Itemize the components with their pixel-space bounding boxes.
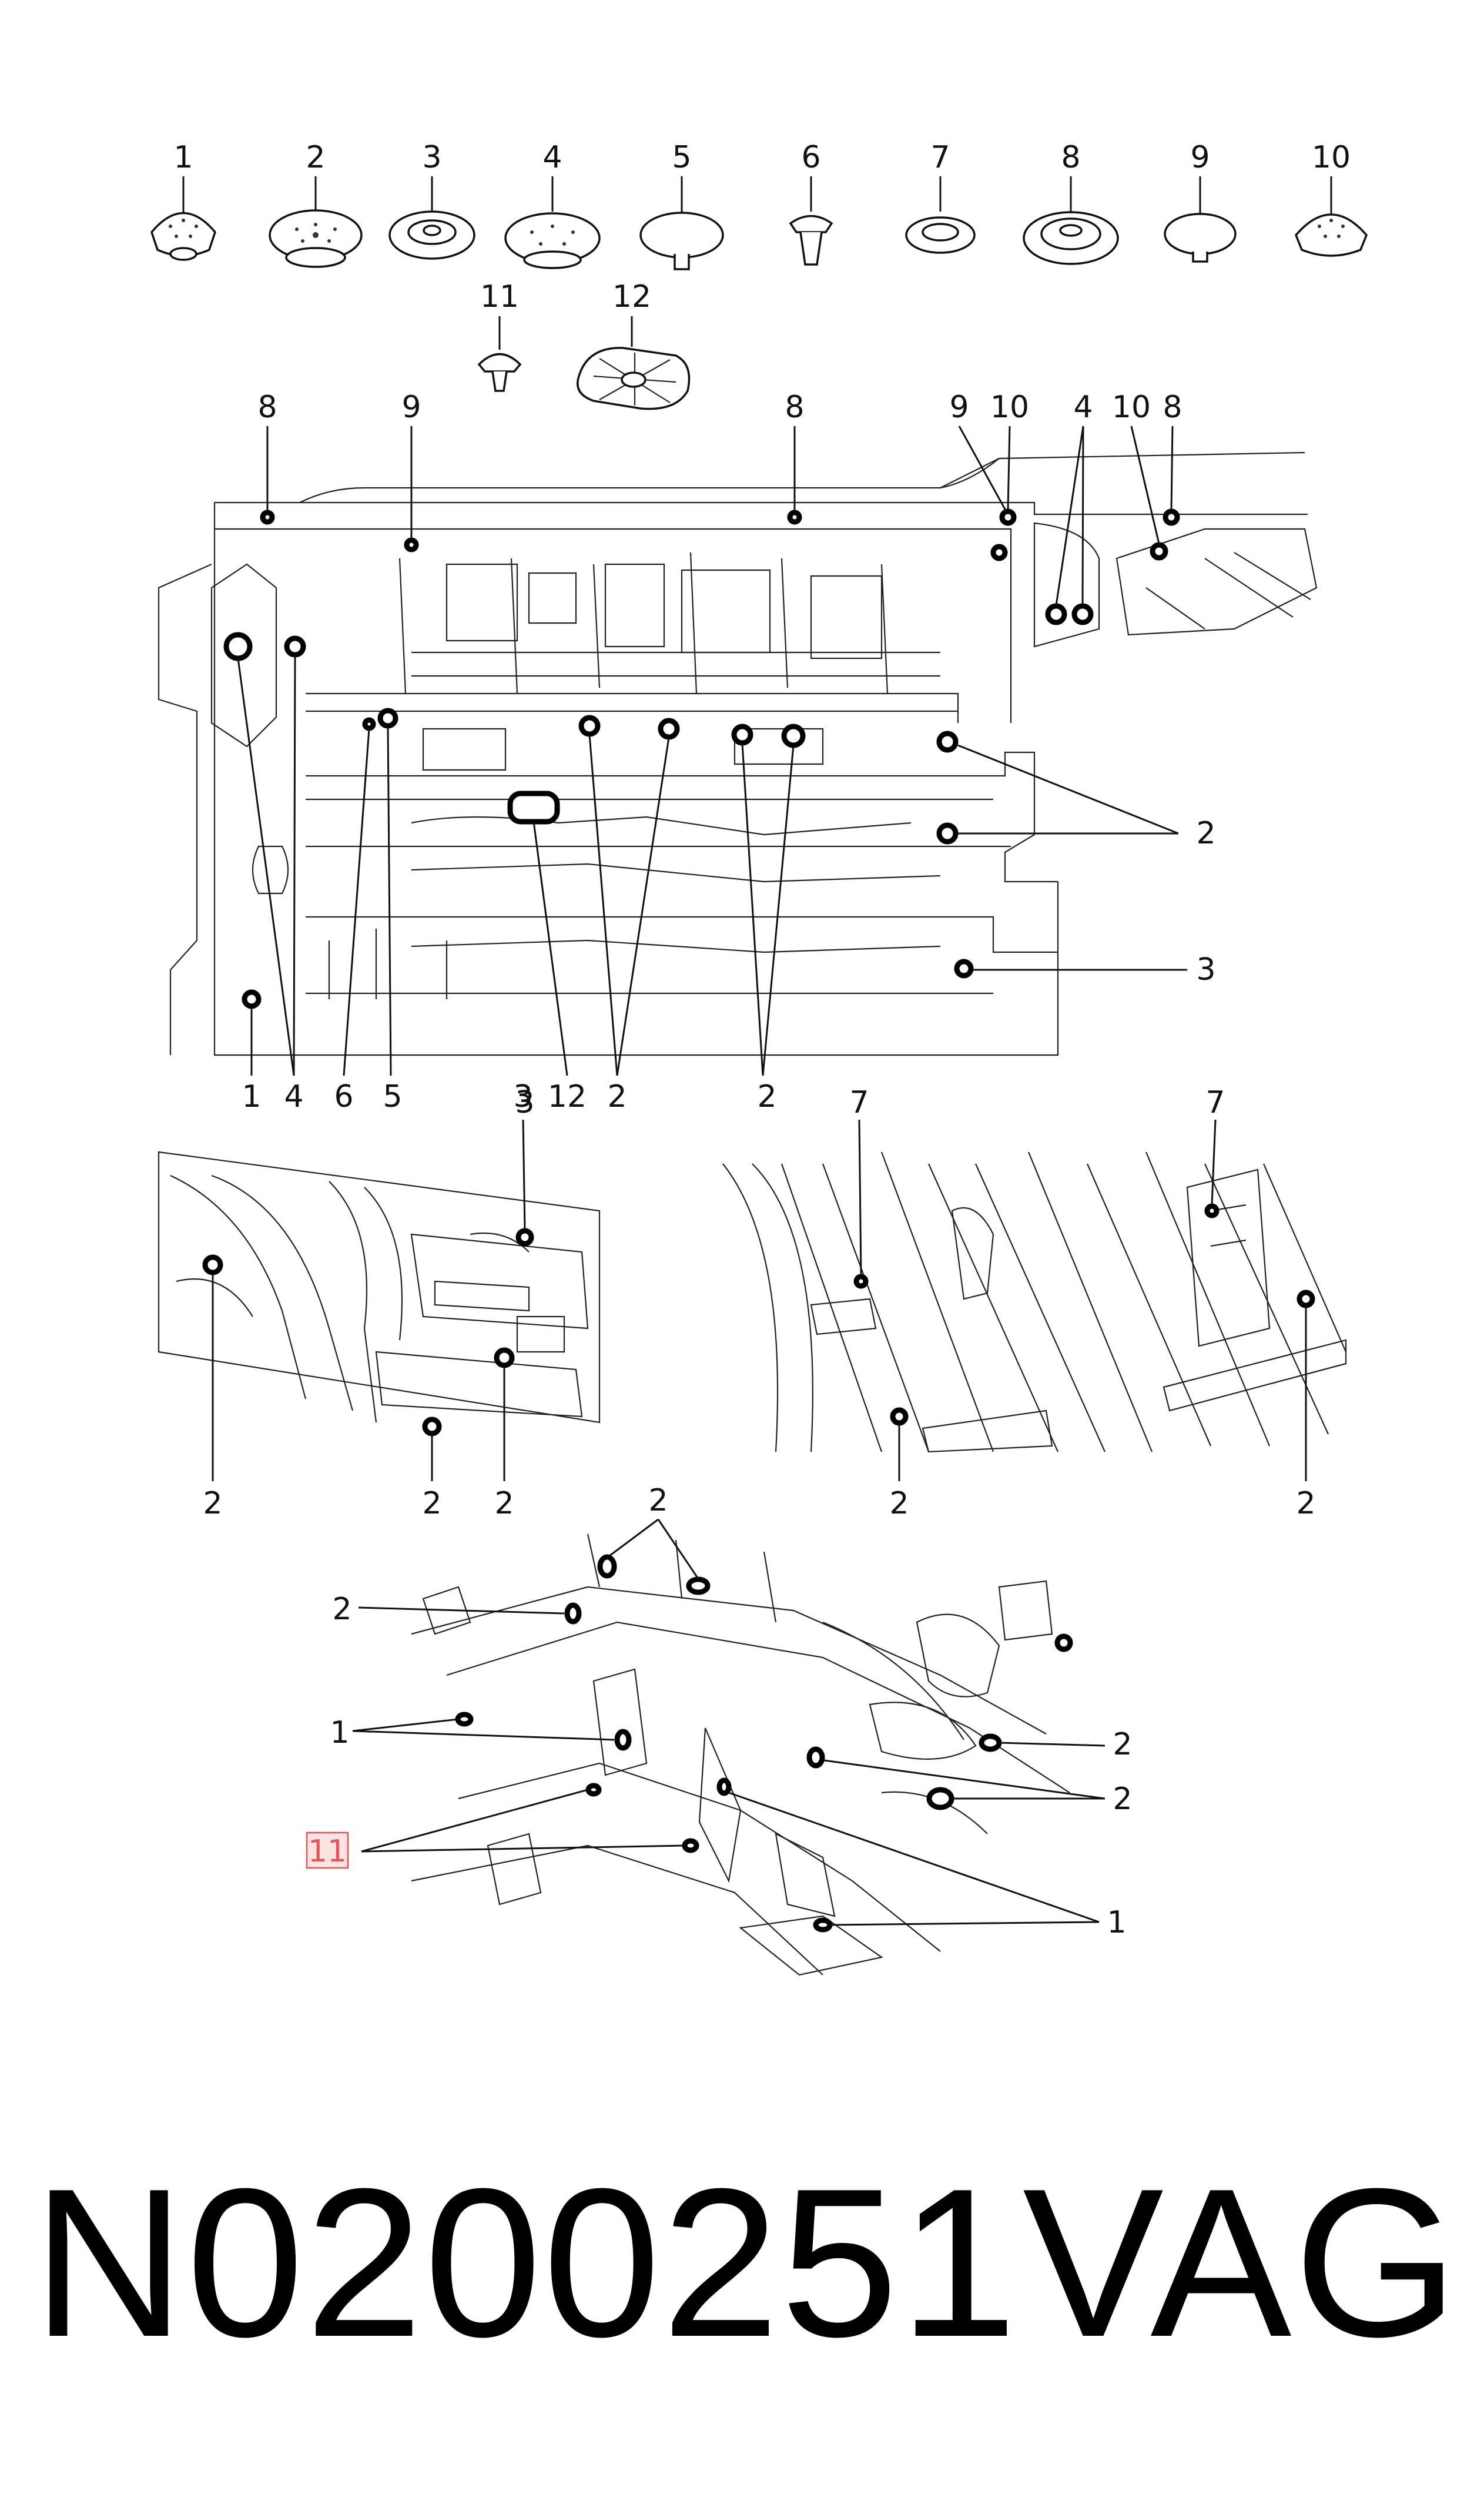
legend-label-10: 10 xyxy=(1312,140,1351,175)
callout-7: 7 xyxy=(1205,1085,1225,1120)
plug-1-icon xyxy=(150,212,216,261)
callout-12: 12 xyxy=(548,1079,587,1114)
callout-2: 2 xyxy=(1113,1727,1132,1762)
plug-12-icon xyxy=(577,347,691,410)
callout-1: 1 xyxy=(242,1079,261,1114)
plug-9-icon xyxy=(1164,213,1237,263)
callout-8: 8 xyxy=(785,390,804,425)
callout-2: 2 xyxy=(1296,1486,1315,1521)
left-detail-diagram: 3 2 2 2 xyxy=(158,1085,601,1521)
caption: N0200251 VAG xyxy=(0,2139,1484,2386)
clip-11-icon xyxy=(477,353,522,392)
callout-10: 10 xyxy=(1112,390,1151,425)
callout-2: 2 xyxy=(607,1079,627,1114)
callout-10: 10 xyxy=(990,390,1029,425)
legend-label-12: 12 xyxy=(612,279,651,314)
callout-3: 3 xyxy=(515,1085,534,1120)
brand-text: VAG xyxy=(1023,2145,1461,2381)
callout-2: 2 xyxy=(889,1486,909,1521)
callout-3: 3 xyxy=(513,1079,532,1114)
legend-label-1: 1 xyxy=(173,140,193,175)
grommet-8-icon xyxy=(1023,211,1119,265)
callout-4: 4 xyxy=(284,1079,303,1114)
clip-6-icon xyxy=(789,215,833,266)
callout-2: 2 xyxy=(1113,1782,1132,1817)
callout-1: 1 xyxy=(1107,1905,1126,1940)
callout-2: 2 xyxy=(757,1079,776,1114)
callout-8: 8 xyxy=(1163,390,1182,425)
legend-row-2: 11 12 xyxy=(477,279,691,410)
callout-4: 4 xyxy=(1073,390,1093,425)
callout-7: 7 xyxy=(849,1085,869,1120)
highlight-11-box xyxy=(306,1831,349,1869)
legend-label-3: 3 xyxy=(422,140,441,175)
callout-11-highlight: 11 xyxy=(308,1834,347,1869)
legend-label-6: 6 xyxy=(801,140,820,175)
callout-9: 9 xyxy=(401,390,421,425)
part-number-text: N0200251 xyxy=(32,2145,1019,2381)
legend-label-9: 9 xyxy=(1190,140,1210,175)
callout-3: 3 xyxy=(1196,952,1215,987)
legend-label-2: 2 xyxy=(306,140,325,175)
callout-2: 2 xyxy=(1196,816,1215,851)
top-view-diagram: 8 9 8 9 10 4 10 8 xyxy=(158,390,1318,1114)
callout-2: 2 xyxy=(203,1486,222,1521)
legend-label-5: 5 xyxy=(672,140,691,175)
callout-2: 2 xyxy=(648,1483,668,1518)
plug-10-icon xyxy=(1294,213,1368,257)
callout-2: 2 xyxy=(494,1486,514,1521)
plug-4-icon xyxy=(504,212,601,269)
callout-5: 5 xyxy=(383,1079,402,1114)
legend-label-8: 8 xyxy=(1061,140,1080,175)
callout-9: 9 xyxy=(949,390,969,425)
legend-label-7: 7 xyxy=(930,140,950,175)
legend-label-11: 11 xyxy=(480,279,519,314)
callout-6: 6 xyxy=(334,1079,353,1114)
callout-2: 2 xyxy=(332,1592,351,1627)
underbody-diagram: 2 2 1 11 2 2 1 xyxy=(306,1483,1133,1976)
plug-5-icon xyxy=(639,212,724,270)
grommet-7-icon xyxy=(905,216,976,254)
legend-row-1: 1 2 3 4 5 6 7 8 9 10 xyxy=(150,140,1368,270)
callout-1: 1 xyxy=(330,1715,349,1750)
right-detail-diagram: 7 7 2 2 xyxy=(722,1085,1347,1521)
plug-3-icon xyxy=(388,210,475,260)
plug-2-icon xyxy=(269,209,363,268)
callout-2: 2 xyxy=(422,1486,441,1521)
legend-label-4: 4 xyxy=(542,140,562,175)
callout-8: 8 xyxy=(257,390,277,425)
